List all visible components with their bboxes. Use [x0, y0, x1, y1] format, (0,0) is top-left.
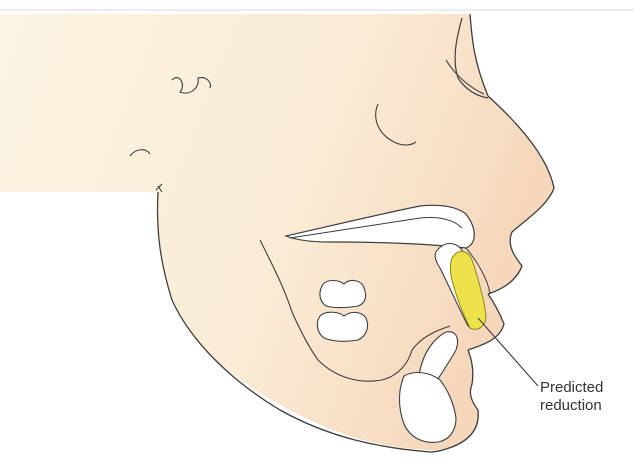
callout-leader-line — [478, 318, 538, 386]
lower-molar — [317, 312, 367, 341]
upper-molar — [320, 281, 366, 308]
callout-label-line2: reduction — [540, 397, 602, 414]
callout-label-line1: Predicted — [540, 379, 603, 396]
